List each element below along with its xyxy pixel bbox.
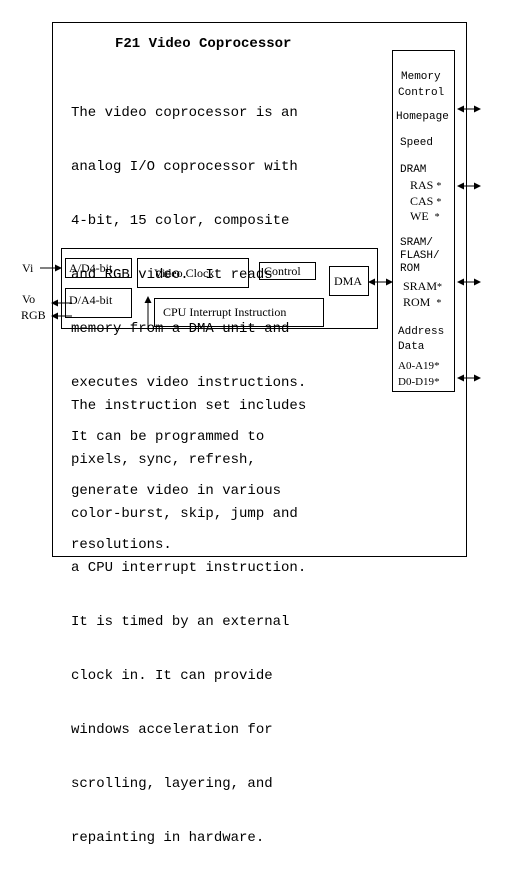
active-low-mark: * (436, 181, 442, 192)
rom-label: ROM (403, 295, 431, 309)
we-signal: WE * (410, 209, 440, 225)
instruction-line: The instruction set includes (71, 398, 307, 414)
dma-block: DMA (329, 266, 369, 296)
sram-label: SRAM (403, 279, 438, 293)
active-low-mark: * (436, 298, 442, 309)
block-area-outline (61, 248, 378, 329)
description-line: generate video in various (71, 483, 282, 499)
description-line: 4-bit, 15 color, composite (71, 213, 290, 229)
we-label: WE (410, 209, 429, 223)
adc-block: A/D4-bit (65, 258, 132, 278)
instruction-line: a CPU interrupt instruction. (71, 560, 307, 576)
vo-label: Vo (22, 292, 36, 306)
description-line: The video coprocessor is an (71, 105, 298, 121)
dac-label: D/A4-bit (69, 293, 113, 307)
sram-signal: SRAM* (403, 279, 442, 295)
control-label: Control (264, 264, 301, 278)
ras-label: RAS (410, 178, 434, 192)
dram-label: DRAM (400, 164, 427, 176)
instruction-line: repainting in hardware. (71, 830, 265, 846)
coprocessor-outline (52, 22, 467, 557)
data-bus-label: D0-D19 (398, 376, 435, 388)
memory-panel-outline (392, 50, 455, 392)
sram-flash-rom-label-line-2: FLASH/ (400, 250, 440, 262)
cas-signal: CAS * (410, 194, 441, 210)
speed-label: Speed (400, 137, 434, 149)
rgb-label: RGB (21, 308, 46, 322)
vi-label: Vi (22, 261, 34, 275)
diagram-canvas: F21 Video Coprocessor The video coproces… (21, 22, 481, 846)
cas-label: CAS (410, 194, 434, 208)
homepage-label: Homepage (396, 111, 449, 123)
dac-block: D/A4-bit (65, 288, 132, 318)
rom-signal: ROM * (403, 295, 441, 311)
instruction-set-paragraph: The instruction set includes pixels, syn… (71, 361, 306, 883)
description-line: executes video instructions. (71, 375, 307, 391)
instruction-line: clock in. It can provide (71, 668, 273, 684)
active-low-mark: * (436, 197, 442, 208)
address-label: Address (398, 326, 445, 338)
ras-signal: RAS * (410, 178, 441, 194)
address-bus-signal: A0-A19* (398, 359, 440, 373)
sram-flash-rom-label-line-3: ROM (400, 263, 420, 275)
active-low-mark: * (434, 212, 440, 223)
instruction-line: color-burst, skip, jump and (71, 506, 298, 522)
instruction-line: scrolling, layering, and (71, 776, 273, 792)
instruction-line: windows acceleration for (71, 722, 273, 738)
sram-flash-rom-label-line-1: SRAM/ (400, 237, 434, 249)
description-line: It can be programmed to (71, 429, 265, 445)
active-low-mark: * (434, 376, 440, 388)
dma-label: DMA (334, 274, 363, 288)
description-line: resolutions. (71, 537, 172, 553)
video-clock-block: Video Clock (137, 258, 249, 288)
memory-label: Memory (401, 71, 441, 83)
description-line: analog I/O coprocessor with (71, 159, 298, 175)
memory-control-label: Control (398, 87, 445, 99)
cpu-interrupt-block: CPU Interrupt Instruction (154, 298, 324, 327)
active-low-mark: * (437, 282, 443, 293)
instruction-line: pixels, sync, refresh, (71, 452, 256, 468)
data-bus-signal: D0-D19* (398, 375, 440, 389)
data-label: Data (398, 341, 425, 353)
instruction-line: It is timed by an external (71, 614, 290, 630)
diagram-lines (40, 22, 481, 557)
video-clock-label: Video Clock (154, 266, 215, 280)
control-block: Control (259, 262, 316, 280)
adc-label: A/D4-bit (69, 261, 113, 275)
diagram-title: F21 Video Coprocessor (115, 36, 292, 52)
cpu-interrupt-label: CPU Interrupt Instruction (163, 305, 287, 319)
address-bus-label: A0-A19 (398, 360, 435, 372)
description-line: memory from a DMA unit and (71, 321, 290, 337)
active-low-mark: * (434, 360, 440, 372)
description-paragraph: The video coprocessor is an analog I/O c… (71, 68, 306, 590)
